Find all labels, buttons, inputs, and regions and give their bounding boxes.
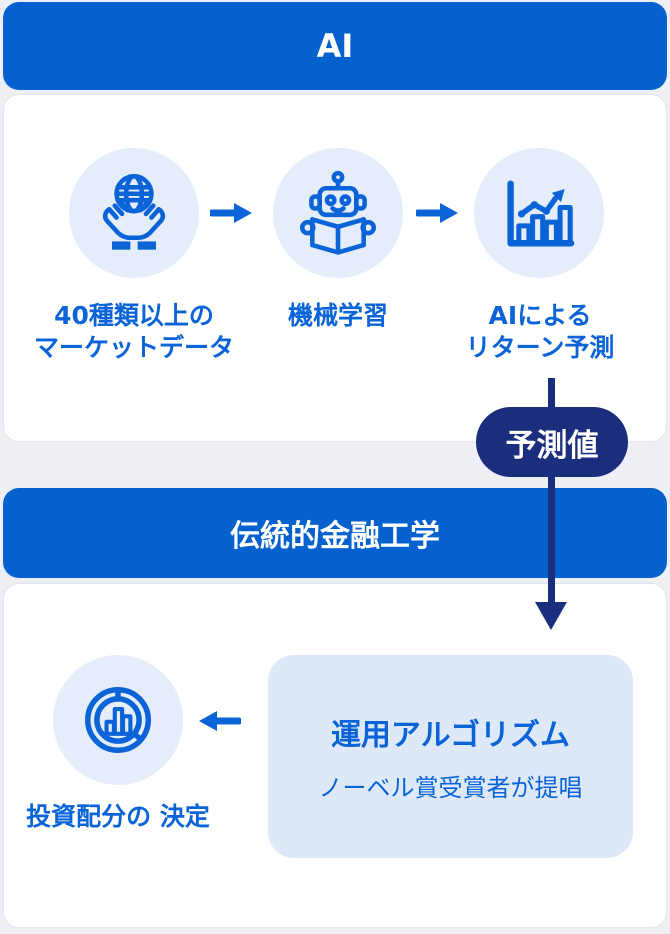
algorithm-title: 運用アルゴリズム [330, 718, 571, 753]
robot-learning-icon [299, 170, 377, 255]
ai-section-header: AI [3, 2, 667, 90]
return-prediction-icon-circle [474, 148, 604, 278]
growth-chart-icon [507, 180, 575, 247]
market-data-label-line2: マーケットデータ [33, 333, 234, 362]
arrow-down-head-icon [535, 602, 567, 630]
ai-section-title: AI [316, 27, 354, 65]
allocation-label-line1: 投資配分の [26, 802, 152, 831]
allocation-label: 投資配分の 決定 [0, 800, 236, 833]
arrow-right-icon [210, 203, 252, 223]
machine-learning-label: 機械学習 [213, 300, 463, 332]
pie-chart-bars-icon [85, 687, 151, 753]
algorithm-subtitle: ノーベル賞受賞者が提唱 [318, 774, 583, 802]
predicted-value-badge: 予測値 [476, 407, 628, 477]
machine-learning-icon-circle [273, 148, 403, 278]
hands-globe-icon [102, 174, 166, 250]
market-data-label-line1: 40種類以上の [54, 301, 214, 330]
allocation-icon-circle [53, 655, 183, 785]
market-data-icon-circle [69, 148, 199, 278]
allocation-label-line2: 決定 [159, 802, 210, 831]
market-data-label: 40種類以上の マーケットデータ [9, 300, 259, 364]
arrow-left-icon [199, 711, 241, 731]
finance-section-title: 伝統的金融工学 [230, 519, 440, 554]
return-prediction-label-line2: リターン予測 [465, 333, 615, 362]
finance-section-header: 伝統的金融工学 [3, 488, 667, 578]
predicted-value-badge-label: 予測値 [505, 427, 599, 464]
return-prediction-label: AIによる リターン予測 [420, 300, 660, 364]
machine-learning-label-line1: 機械学習 [287, 301, 388, 330]
return-prediction-label-line1: AIによる [488, 301, 592, 330]
algorithm-box: 運用アルゴリズム ノーベル賞受賞者が提唱 [268, 655, 633, 858]
arrow-down-icon [548, 378, 555, 604]
arrow-right-icon [416, 203, 458, 223]
